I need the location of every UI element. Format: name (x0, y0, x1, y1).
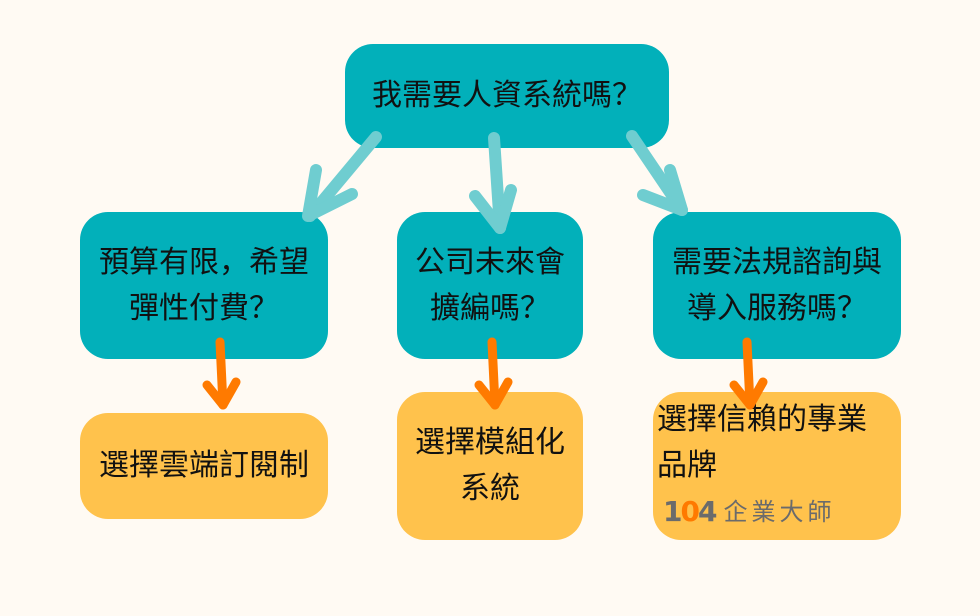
root-question: 我需要人資系統嗎？ (372, 78, 642, 113)
question-line: 預算有限，希望 (99, 244, 309, 280)
answer-line: 選擇信賴的專業 (657, 401, 867, 437)
answer-line: 品牌 (657, 447, 717, 483)
answer-box-modular: 選擇模組化系統 (397, 392, 583, 540)
answer-line: 選擇模組化 (415, 425, 565, 460)
root-question-box: 我需要人資系統嗎？ (345, 44, 669, 148)
answer-line: 選擇雲端訂閱制 (99, 448, 309, 483)
question-box-expansion: 公司未來會擴編嗎？ (397, 212, 583, 359)
question-line: 導入服務嗎？ (687, 290, 867, 326)
answer-line: 系統 (460, 471, 520, 506)
answer-box-cloud: 選擇雲端訂閱制 (80, 413, 328, 519)
question-line: 擴編嗎？ (430, 290, 550, 326)
question-line: 彈性付費？ (129, 290, 279, 326)
question-line: 需要法規諮詢與 (672, 244, 882, 280)
question-box-budget: 預算有限，希望彈性付費？ (80, 212, 328, 359)
question-line: 公司未來會 (415, 244, 565, 280)
question-box-consulting: 需要法規諮詢與導入服務嗎？ (653, 212, 901, 359)
arrow-to-budget (302, 131, 382, 222)
